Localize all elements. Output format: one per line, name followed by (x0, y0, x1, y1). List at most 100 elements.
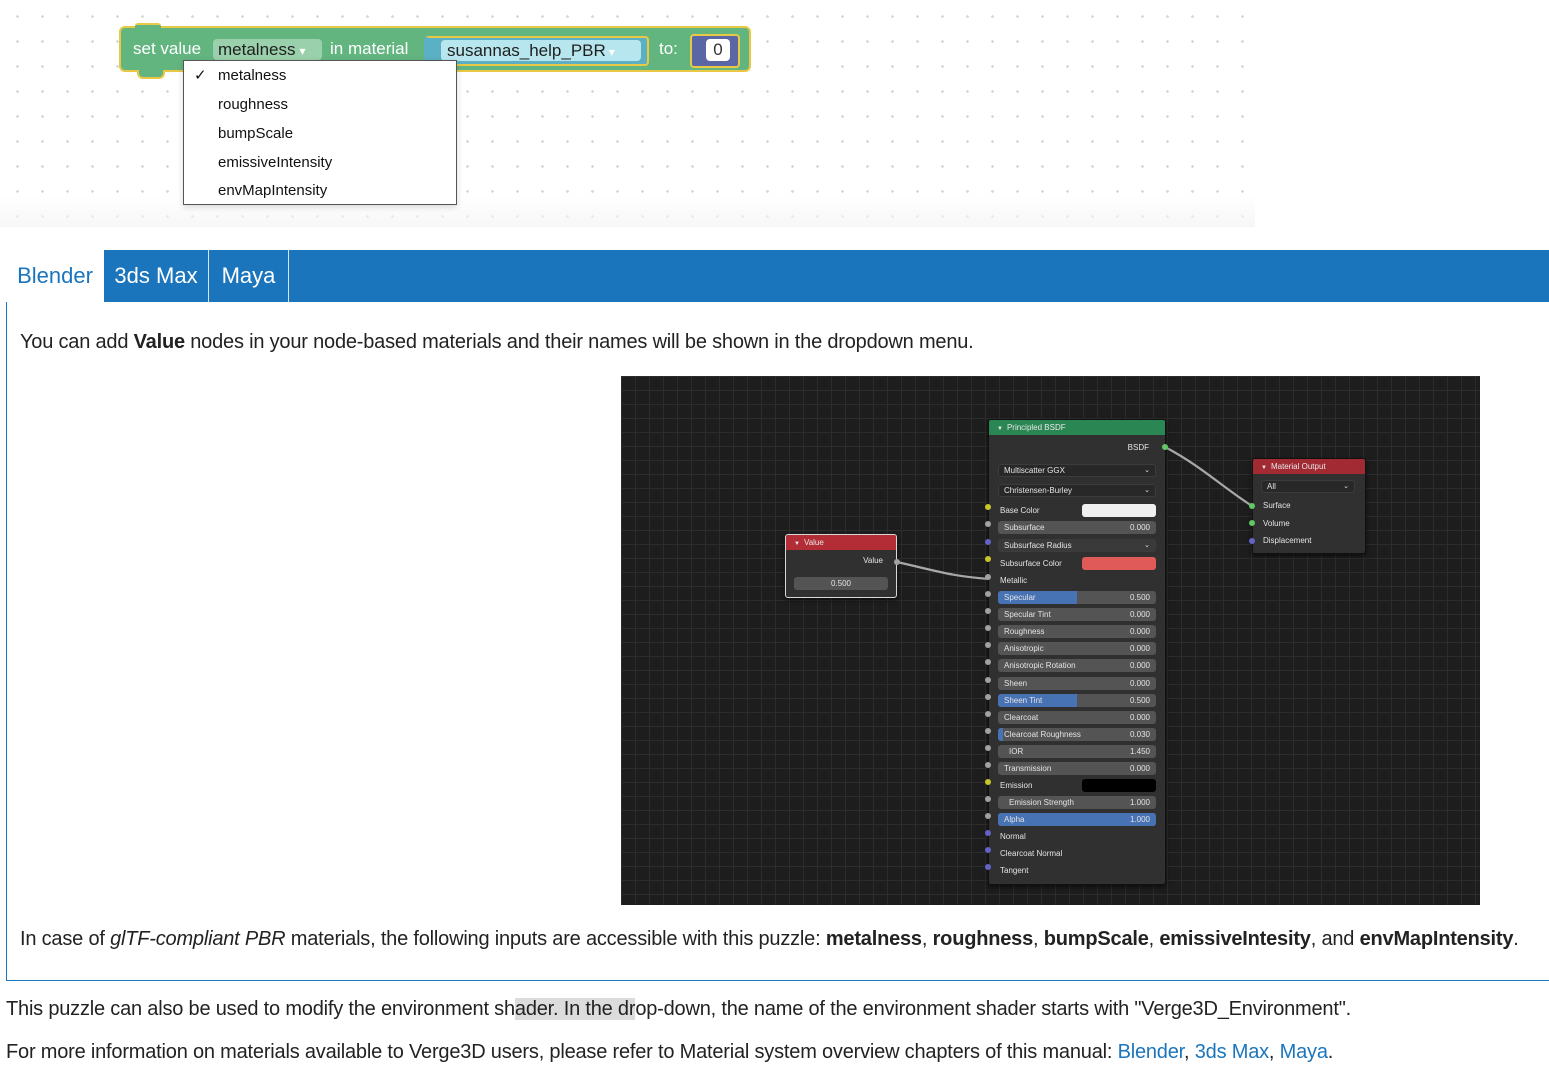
input-socket[interactable] (985, 727, 991, 734)
tab-3dsmax[interactable]: 3ds Max (104, 250, 209, 302)
tab-maya[interactable]: Maya (209, 250, 289, 302)
environment-paragraph: This puzzle can also be used to modify t… (6, 996, 1351, 1022)
link-blender[interactable]: Blender (1117, 1041, 1185, 1063)
input-socket[interactable] (985, 762, 991, 768)
dropdown-option-roughness[interactable]: roughness (218, 96, 289, 113)
input-socket[interactable] (985, 847, 991, 853)
input-socket[interactable] (985, 625, 991, 632)
block-notch (135, 23, 161, 31)
volume-socket[interactable] (1249, 520, 1255, 526)
dropdown-option-metalness[interactable]: metalness (218, 67, 287, 84)
input-socket[interactable] (985, 659, 991, 666)
period: . (1327, 1041, 1334, 1063)
param-dropdown-value: metalness (218, 40, 296, 59)
field-label: Sheen (1004, 678, 1028, 688)
input-socket[interactable] (985, 574, 991, 580)
sep: , (1310, 928, 1322, 950)
input-socket[interactable] (985, 796, 991, 802)
collapse-icon: ▼ (1261, 465, 1267, 471)
value-output-socket[interactable] (894, 559, 900, 565)
material-output-node[interactable]: ▼Material Output All⌄ Surface Volume Dis… (1252, 458, 1366, 554)
to-label: to: (659, 39, 678, 58)
field-value: 1.000 (1129, 815, 1150, 824)
base-color-swatch[interactable] (1082, 504, 1156, 517)
chevron-down-icon: ⌄ (1144, 487, 1150, 494)
subsurface-color-swatch[interactable] (1082, 557, 1156, 570)
input-socket[interactable] (985, 830, 991, 836)
input-socket[interactable] (985, 864, 991, 870)
input-envmapintensity: envMapIntensity (1359, 928, 1514, 950)
input-socket[interactable] (985, 504, 991, 510)
input-socket[interactable] (985, 710, 991, 717)
field-value: 0.000 (1129, 678, 1150, 688)
param-dropdown[interactable]: metalness▾ (213, 39, 322, 60)
input-socket[interactable] (985, 608, 991, 615)
block-connector (137, 70, 165, 79)
displacement-socket[interactable] (1249, 538, 1255, 544)
bsdf-output-socket[interactable] (1162, 444, 1168, 450)
bsdf-output-label: BSDF (1127, 443, 1149, 452)
dropdown-option-emissiveintensity[interactable]: emissiveIntensity (218, 154, 333, 171)
input-socket[interactable] (985, 813, 991, 819)
input-socket[interactable] (985, 521, 991, 527)
surface-socket[interactable] (1249, 503, 1255, 509)
surface-label: Surface (1263, 501, 1291, 510)
emission-color-swatch[interactable] (1082, 779, 1156, 792)
field-value: 0.000 (1129, 610, 1150, 620)
link-maya[interactable]: Maya (1279, 1041, 1328, 1063)
gltf-middle: materials, the following inputs are acce… (285, 928, 826, 950)
principled-bsdf-node[interactable]: ▼Principled BSDF BSDF Multiscatter GGX⌄ … (988, 419, 1166, 885)
dropdown-option-envmapintensity[interactable]: envMapIntensity (218, 182, 328, 199)
field-value: 0.500 (1129, 593, 1150, 602)
input-socket[interactable] (985, 693, 991, 700)
input-socket[interactable] (985, 556, 991, 562)
field-sheen[interactable]: Sheen 0.000 (998, 676, 1156, 690)
subsurface-radius-select[interactable]: Subsurface Radius⌄ (998, 539, 1156, 552)
field-label: Subsurface (1004, 523, 1045, 532)
link-3dsmax[interactable]: 3ds Max (1194, 1041, 1269, 1063)
input-socket[interactable] (985, 676, 991, 683)
intro-paragraph: You can add Value nodes in your node-bas… (20, 329, 974, 355)
field-label: Emission Strength (1009, 798, 1074, 807)
input-socket[interactable] (985, 779, 991, 785)
set-value-label: set value (133, 39, 202, 58)
tab-blender[interactable]: Blender (6, 250, 104, 302)
intro-bold: Value (133, 331, 185, 353)
distribution-select[interactable]: Multiscatter GGX⌄ (998, 464, 1156, 477)
field-value: 0.000 (1129, 712, 1150, 722)
output-target-select[interactable]: All⌄ (1261, 480, 1355, 493)
material-dropdown[interactable]: susannas_help_PBR▾ (441, 40, 641, 61)
field-ior[interactable]: IOR 1.450 (998, 744, 1156, 758)
output-node-title: Material Output (1270, 462, 1326, 471)
subsurface-method-select[interactable]: Christensen-Burley⌄ (998, 484, 1156, 497)
bsdf-node-header: ▼Principled BSDF (989, 420, 1165, 435)
env-text-1: This puzzle can also be used to modify t… (6, 998, 515, 1020)
volume-label: Volume (1263, 519, 1290, 528)
value-node-header: ▼Value (786, 535, 896, 550)
dropdown-option-bumpscale[interactable]: bumpScale (218, 125, 294, 142)
input-socket[interactable] (985, 591, 991, 597)
input-socket[interactable] (985, 744, 991, 751)
input-socket[interactable] (985, 642, 991, 649)
field-value: 1.450 (1129, 746, 1150, 756)
value-field[interactable]: 0.500 (794, 577, 888, 590)
param-dropdown-menu: ✓ metalness roughness bumpScale emissive… (183, 60, 457, 205)
field-label: IOR (1009, 746, 1024, 756)
value-to-metallic-wire (896, 560, 990, 581)
value-node[interactable]: ▼Value Value 0.500 (785, 534, 897, 598)
input-socket[interactable] (985, 539, 991, 545)
number-input[interactable]: 0 (706, 39, 730, 61)
bsdf-node-title: Principled BSDF (1006, 423, 1066, 432)
